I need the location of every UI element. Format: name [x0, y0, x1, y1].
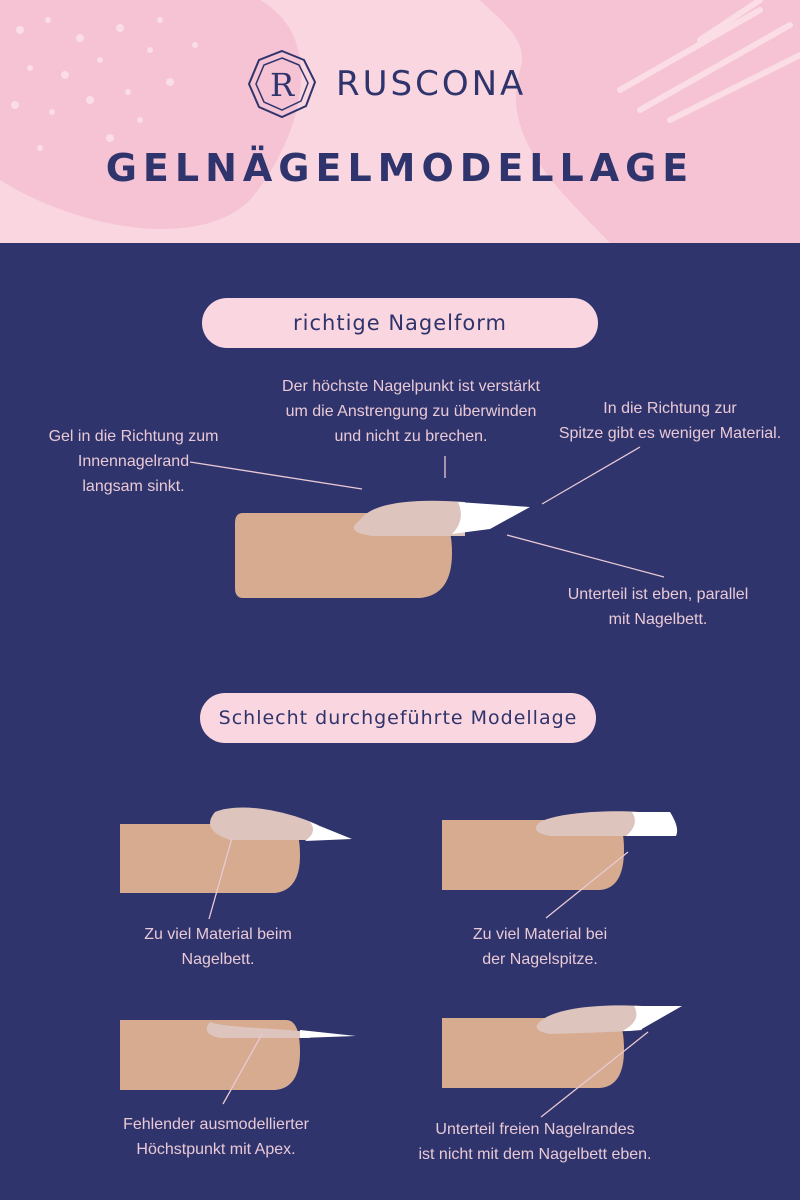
correct-nail-illustration [235, 500, 530, 598]
section-heading-correct: richtige Nagelform [202, 298, 598, 348]
section-heading-bad: Schlecht durchgeführte Modellage [200, 693, 596, 743]
label-less-material-tip: In die Richtung zur Spitze gibt es wenig… [558, 400, 782, 442]
label-too-much-tip: Zu viel Material bei der Nagelspitze. [472, 926, 608, 968]
label-missing-apex: Fehlender ausmodellierter Höchstpunkt mi… [123, 1116, 309, 1158]
label-highest-point: Der höchste Nagelpunkt ist verstärkt um … [282, 378, 540, 445]
bad-nail-b-illustration [442, 811, 678, 919]
header-banner: R RUSCONA GELNÄGELMODELLAGE [0, 0, 800, 243]
correct-nail-leader-lines [189, 446, 665, 578]
label-gel-direction: Gel in die Richtung zum Innennagelrand l… [48, 428, 219, 495]
octagon-monogram-logo-icon: R [247, 49, 317, 119]
label-flat-underside: Unterteil ist eben, parallel mit Nagelbe… [567, 586, 749, 628]
page-title: GELNÄGELMODELLAGE [105, 146, 695, 190]
bad-nail-c-illustration [120, 1020, 356, 1105]
bad-nail-a-illustration [120, 807, 352, 920]
brand-logo: R RUSCONA [246, 48, 526, 120]
label-free-edge-uneven: Unterteil freien Nagelrandes ist nicht m… [418, 1121, 652, 1163]
brand-name: RUSCONA [336, 64, 527, 104]
label-too-much-bed: Zu viel Material beim Nagelbett. [144, 926, 292, 968]
logo-letter: R [270, 66, 295, 104]
bad-nail-d-illustration [442, 1005, 682, 1118]
header-decoration [0, 0, 800, 243]
